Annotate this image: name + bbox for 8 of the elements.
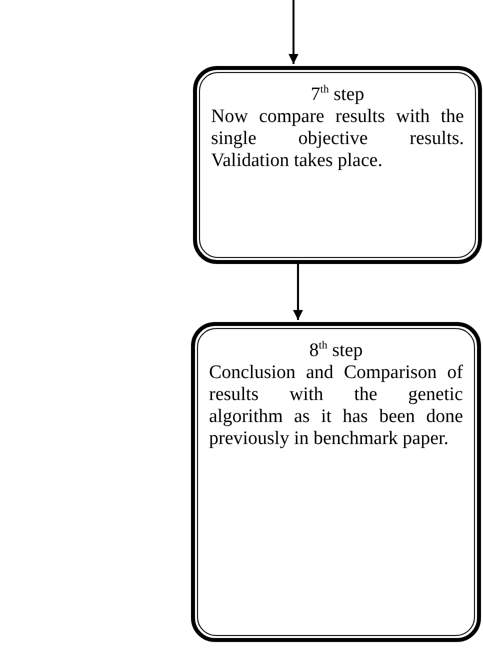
arrow (293, 264, 303, 320)
step-heading: 8$^{th}$ step (309, 340, 363, 362)
step-description: Conclusion and Comparison of results with the genetic algorithm as it has been done previously in benchmark paper. (209, 362, 463, 450)
step-description: Now compare results with the single objective results. Validation takes place. (211, 106, 464, 172)
process-box (193, 66, 482, 264)
arrow (288, 0, 298, 64)
process-box (191, 322, 481, 642)
step-heading: 7$^{th}$ step (310, 84, 364, 106)
